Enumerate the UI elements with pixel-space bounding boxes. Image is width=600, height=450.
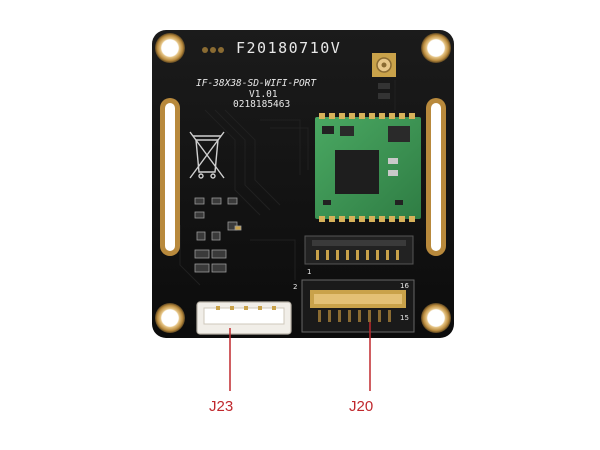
pin-label-top-left: 1 — [307, 268, 311, 276]
mount-hole-top-left — [155, 33, 185, 63]
silk-serial: 0218185463 — [233, 99, 290, 110]
fpc-connector-top — [304, 235, 414, 265]
weee-recycle-icon — [189, 131, 225, 179]
silk-model: IF-38X38-SD-WIFI-PORT — [196, 78, 317, 89]
mount-hole-bottom-left — [155, 303, 185, 333]
slot-right — [426, 98, 446, 256]
antenna-connector — [372, 53, 396, 99]
smd-components — [194, 197, 242, 273]
mount-hole-top-right — [421, 33, 451, 63]
connector-j23 — [196, 301, 292, 335]
test-pads — [202, 47, 224, 53]
pin-label-2: 2 — [293, 283, 297, 291]
callout-label-j23: J23 — [209, 398, 234, 415]
slot-left — [160, 98, 180, 256]
connector-j20 — [301, 279, 415, 333]
silk-date-code: F20180710V — [236, 39, 341, 57]
callout-label-j20: J20 — [349, 398, 374, 415]
wifi-module — [315, 113, 421, 222]
silk-version: V1.01 — [249, 89, 278, 100]
mount-hole-bottom-right — [421, 303, 451, 333]
pin-label-15: 15 — [400, 314, 409, 322]
pin-label-16: 16 — [400, 282, 409, 290]
